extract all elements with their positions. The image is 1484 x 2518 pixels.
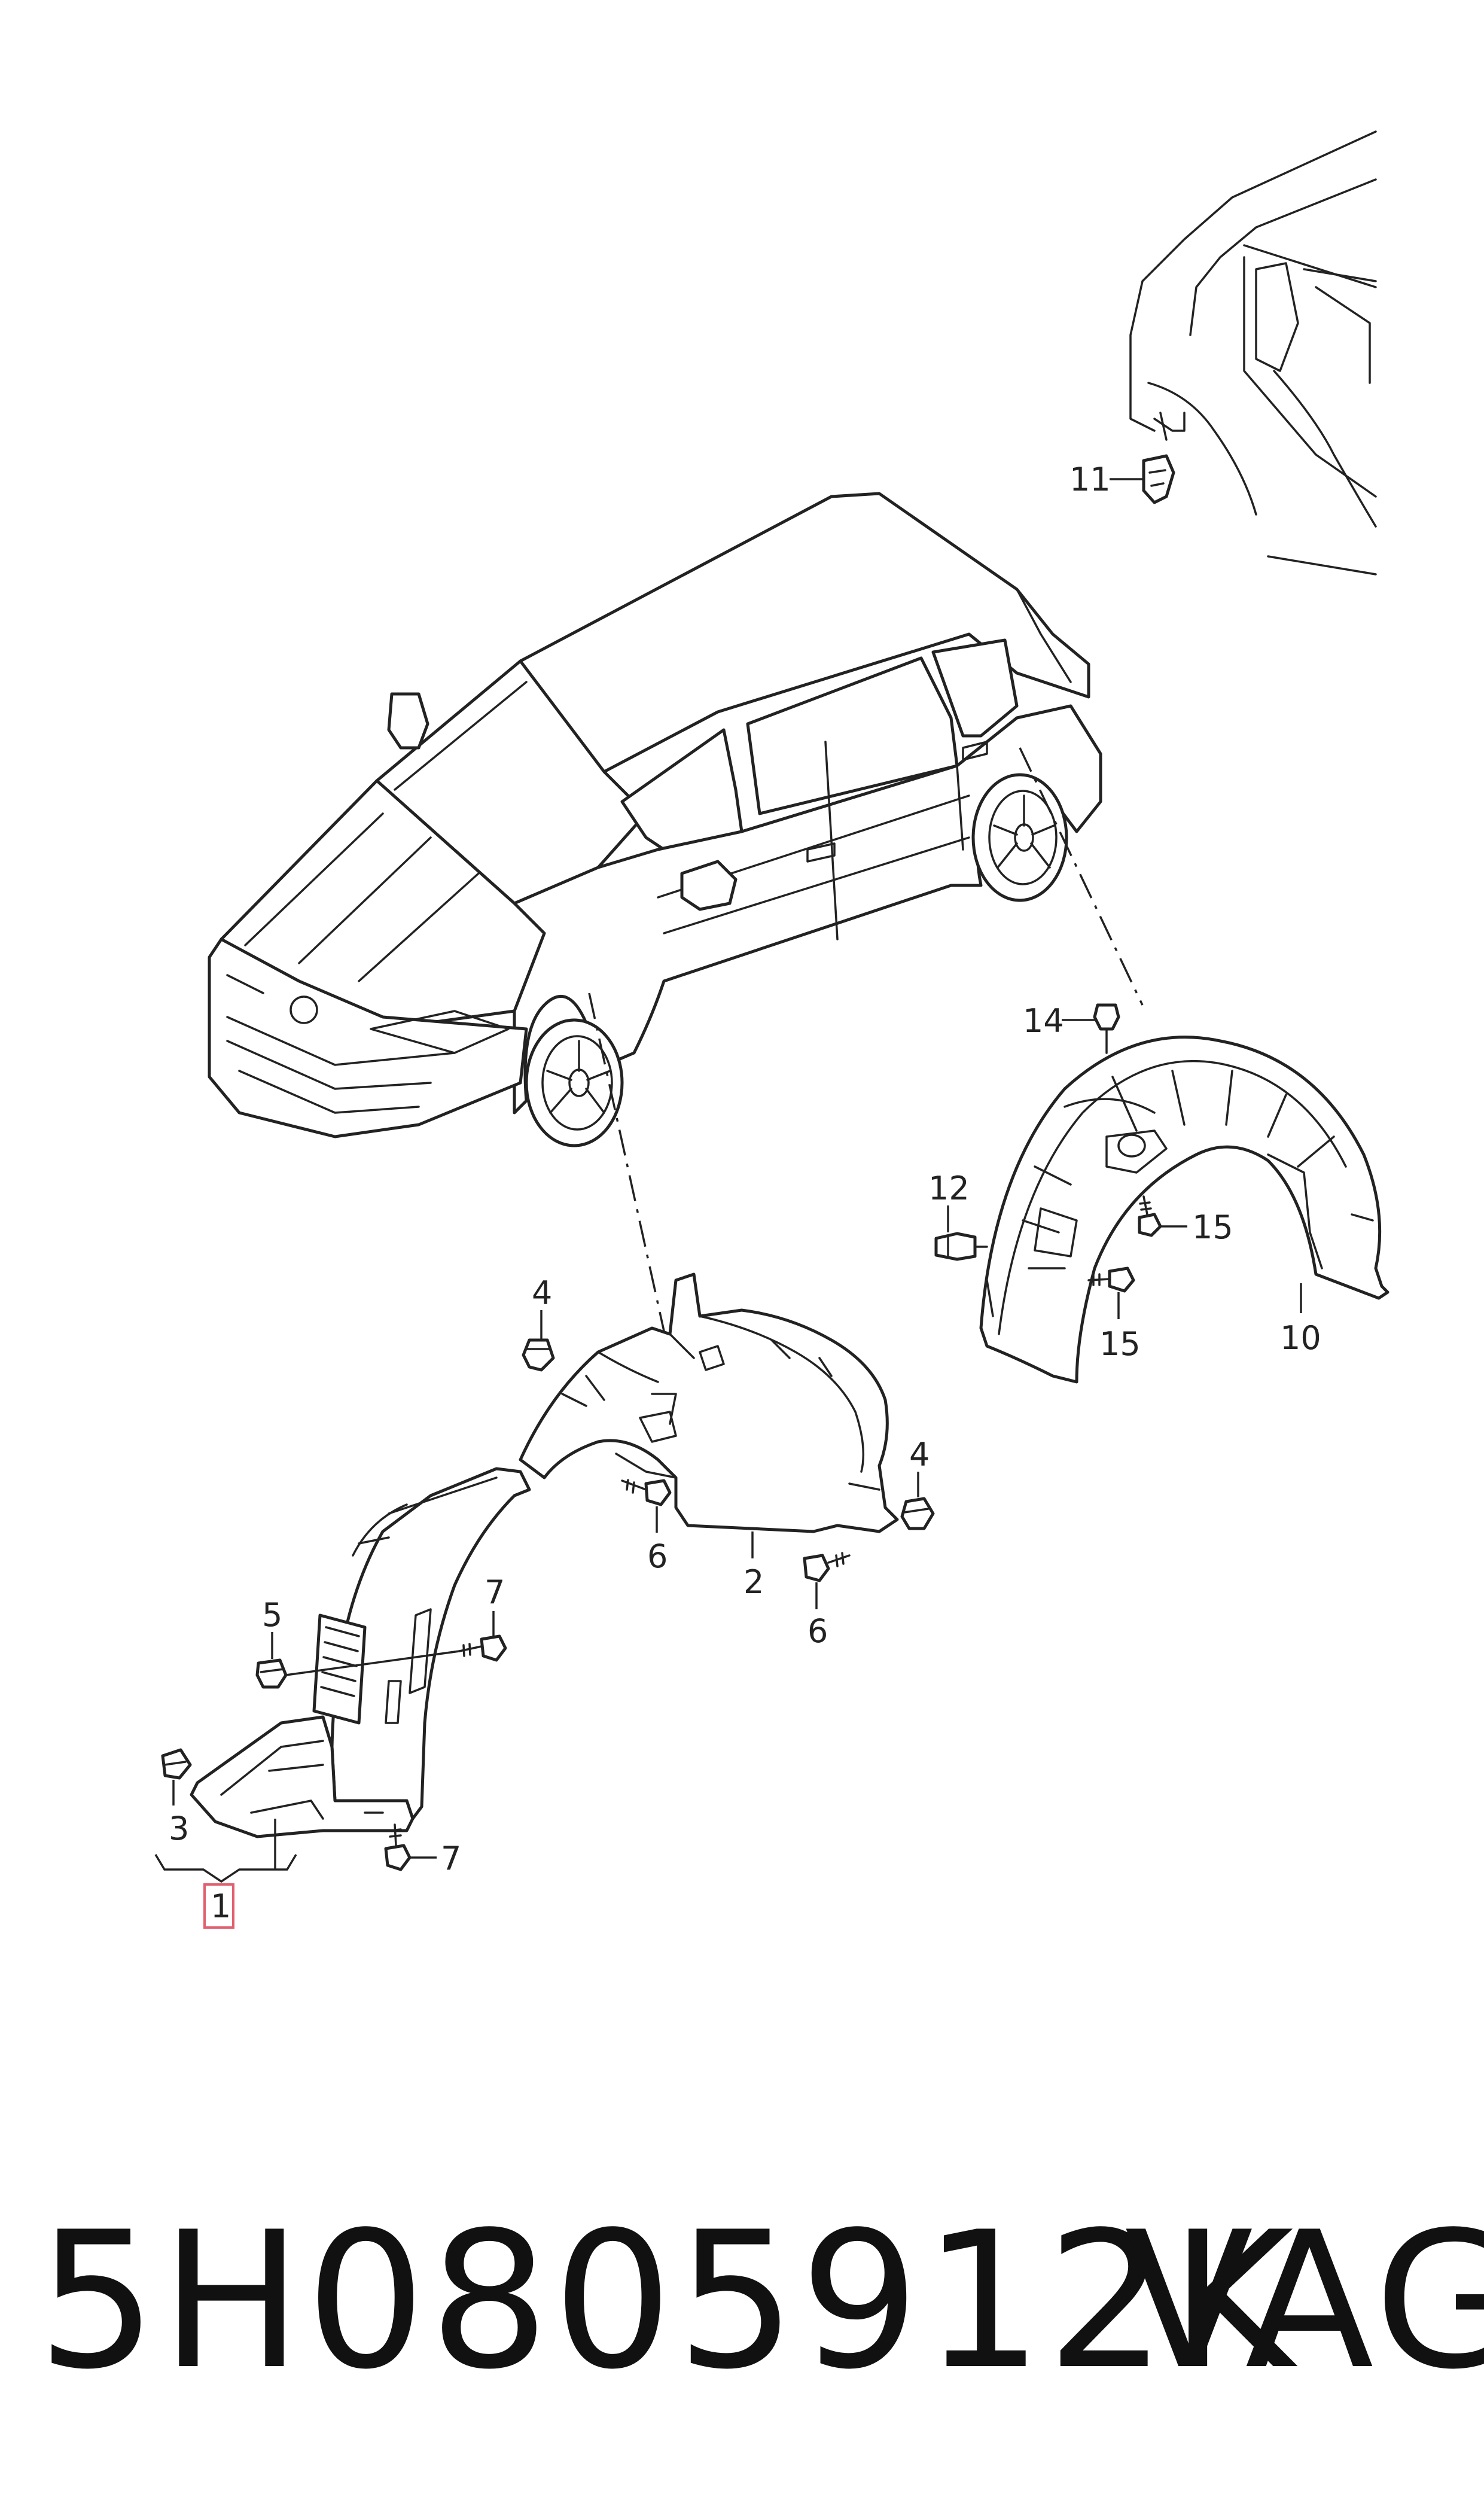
callout-6a: 6 — [647, 1537, 668, 1575]
screw-15-upper — [1138, 1195, 1162, 1237]
wheel-housing-liner-rear-section-2 — [519, 1272, 899, 1533]
footer: 5H0805912K VAG — [0, 2208, 1484, 2459]
clip-12 — [934, 1232, 988, 1261]
callout-7a: 7 — [484, 1573, 505, 1611]
clip-11 — [1142, 454, 1175, 504]
screw-6-left — [621, 1479, 672, 1506]
leader-front-liner — [588, 992, 671, 1359]
clip-14 — [1093, 1003, 1120, 1054]
clip-5 — [255, 1658, 288, 1689]
screw-7-lower — [384, 1823, 412, 1871]
callout-5: 5 — [262, 1596, 282, 1634]
screw-6-right — [803, 1552, 851, 1582]
callout-2: 2 — [743, 1563, 764, 1601]
callout-7b: 7 — [441, 1840, 461, 1877]
callout-11: 11 — [1069, 461, 1111, 498]
callout-12: 12 — [928, 1170, 970, 1207]
callout-4b: 4 — [909, 1436, 930, 1473]
callout-3: 3 — [169, 1810, 189, 1847]
part-number: 5H0805912K — [37, 2192, 1297, 2411]
callout-1-highlight-box — [203, 1883, 234, 1929]
screw-7-upper — [458, 1634, 507, 1662]
callout-15a: 15 — [1192, 1208, 1233, 1246]
clip-4-upper — [522, 1338, 555, 1372]
callout-1: 1 — [211, 1887, 231, 1925]
callout-15b: 15 — [1099, 1325, 1141, 1363]
wheel-housing-liner-front-section — [190, 1467, 531, 1838]
callout-10: 10 — [1280, 1319, 1321, 1357]
clip-4-right — [900, 1497, 935, 1530]
callout-14: 14 — [1023, 1002, 1064, 1040]
screw-15-lower — [1087, 1266, 1135, 1293]
callout-6b: 6 — [807, 1612, 828, 1650]
rear-corner-inset-illustration — [1129, 130, 1377, 576]
clip-3 — [161, 1748, 192, 1780]
callout-4a: 4 — [532, 1274, 552, 1312]
group-bracket-1 — [154, 1854, 297, 1883]
brand-label: VAG — [1125, 2192, 1484, 2411]
rear-wheel-housing-liner-10 — [979, 1036, 1389, 1384]
parts-diagram: 11 — [154, 130, 1389, 1929]
leader-rear-liner — [1019, 747, 1144, 1006]
car-illustration — [208, 492, 1102, 1147]
